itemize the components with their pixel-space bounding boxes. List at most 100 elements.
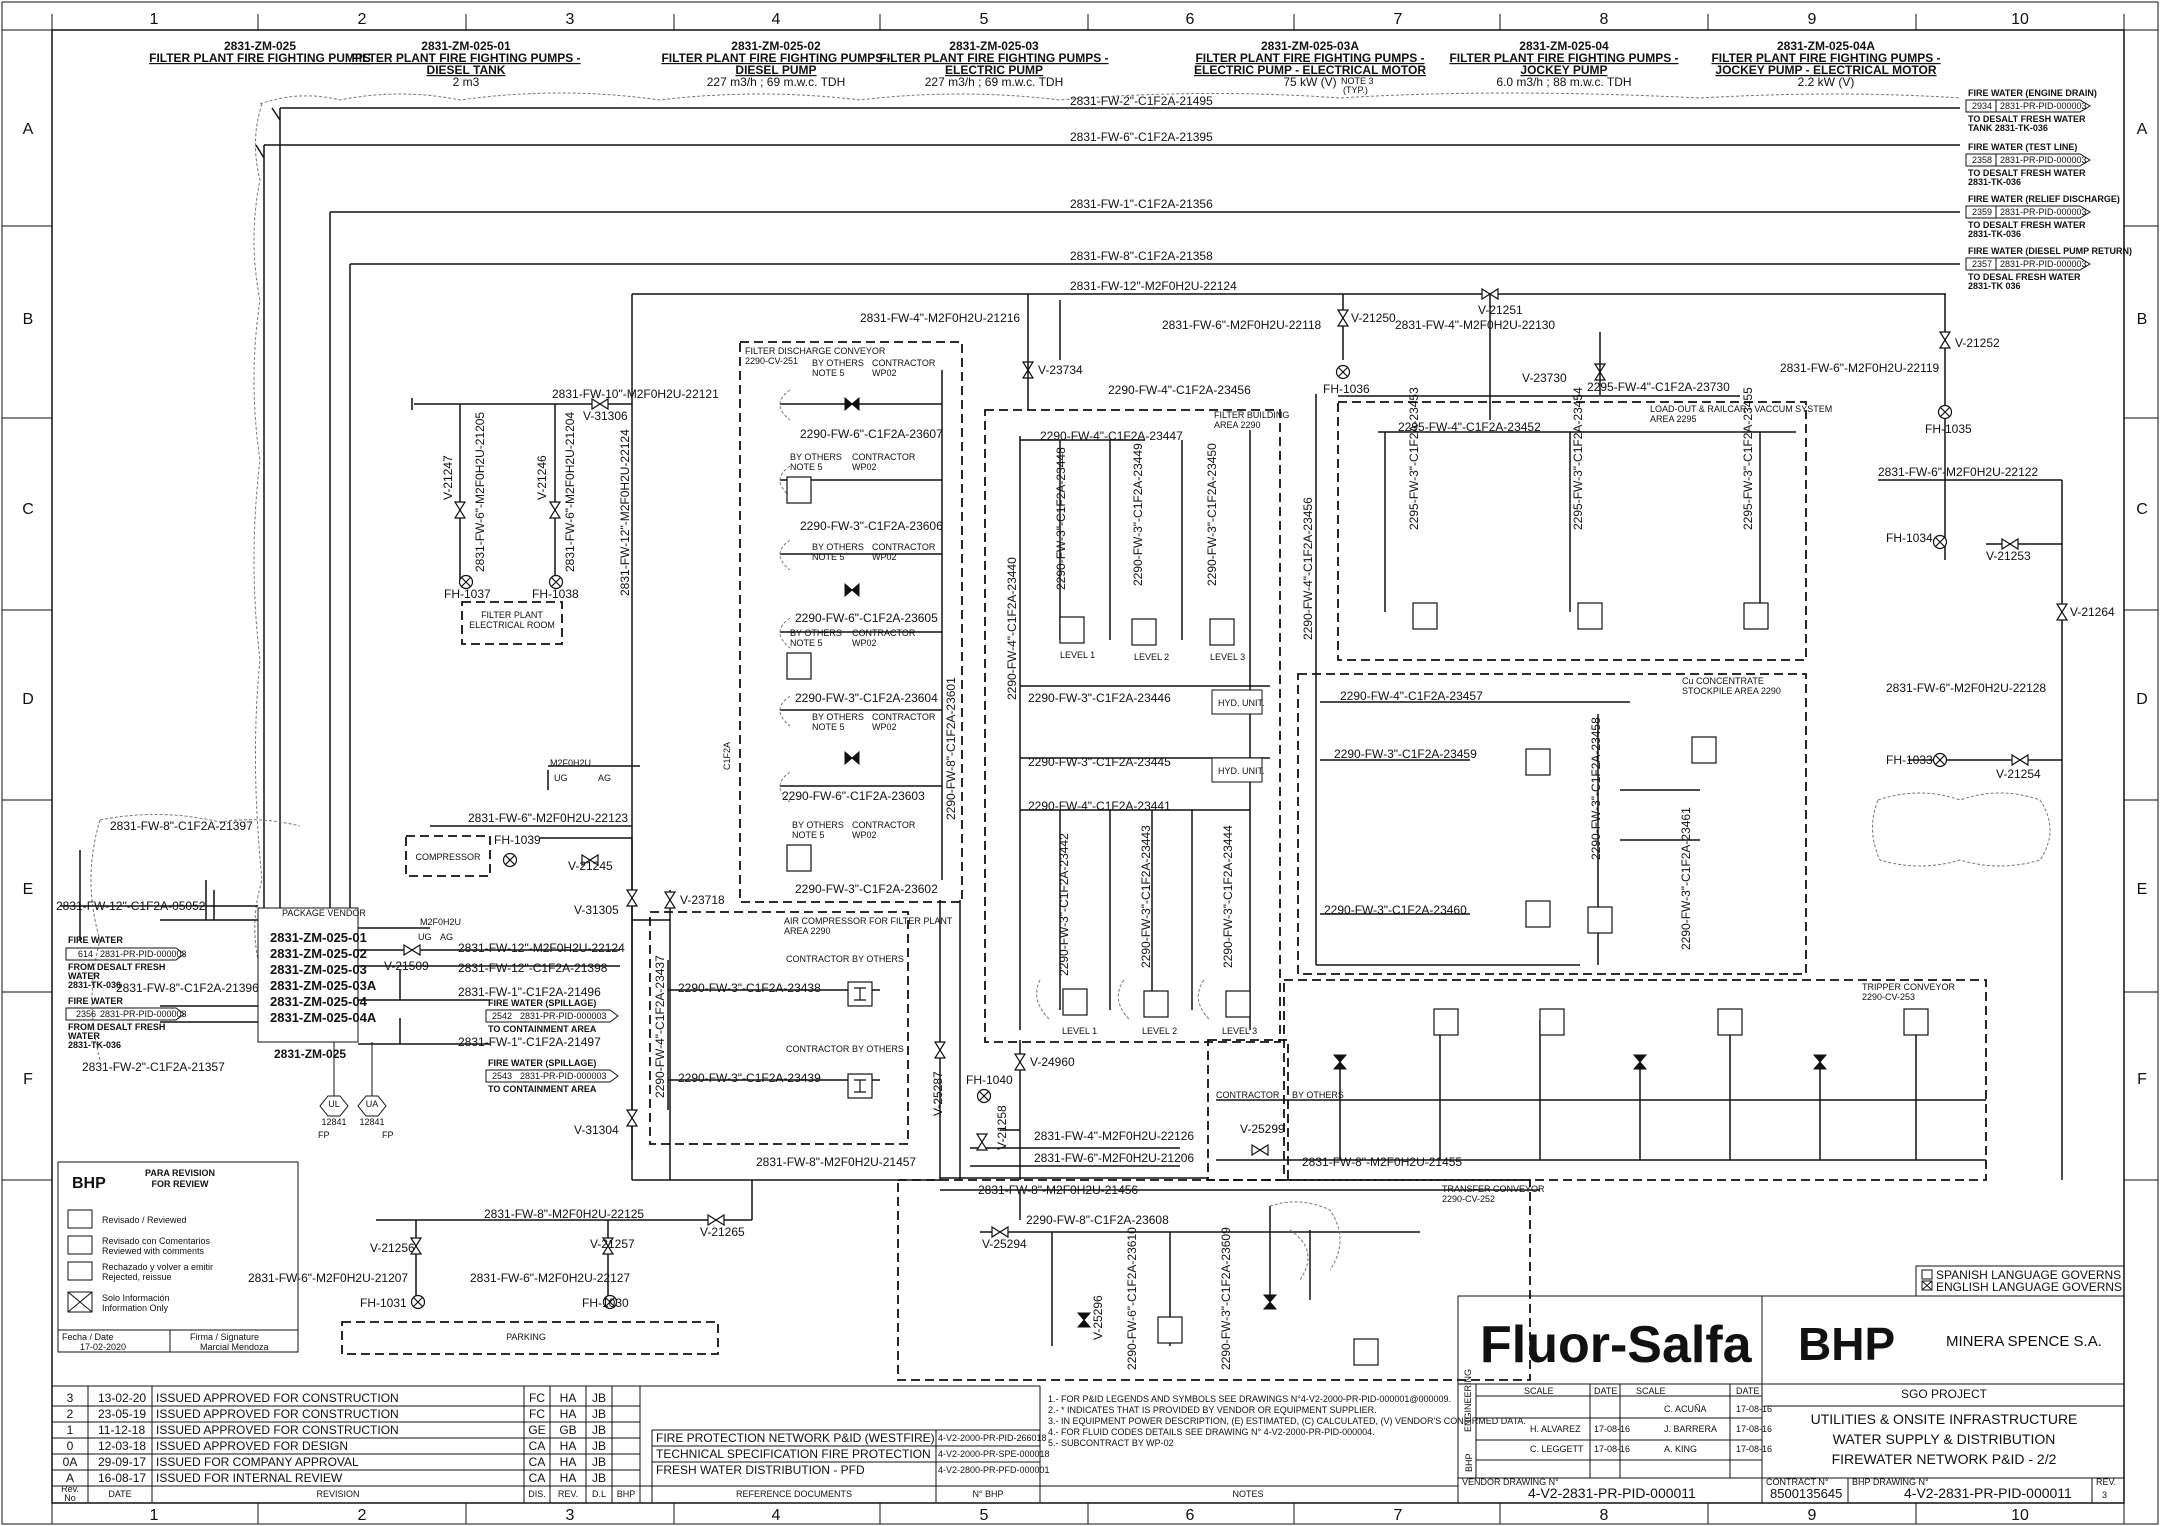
line-23457-label: 2290-FW-4"-C1F2A-23457 bbox=[1340, 689, 1483, 703]
lang-english: ENGLISH LANGUAGE GOVERNS bbox=[1936, 1280, 2122, 1294]
offpage-dest2-1: 2831-TK-036 bbox=[1968, 177, 2021, 187]
line-21216-label: 2831-FW-4"-M2F0H2U-21216 bbox=[860, 311, 1020, 325]
fw-in-2-ref: 2831-PR-PID-000003 bbox=[100, 1009, 187, 1019]
spill-1-title: FIRE WATER (SPILLAGE) bbox=[488, 998, 596, 1008]
rev-dl-5: JB bbox=[592, 1471, 606, 1485]
rev-dis-4: CA bbox=[529, 1455, 546, 1469]
header-tag-0: 2831-ZM-025 bbox=[224, 39, 296, 53]
line-21207-label: 2831-FW-6"-M2F0H2U-21207 bbox=[248, 1271, 408, 1285]
grid-col-top-9: 9 bbox=[1808, 11, 1817, 28]
offpage-ref-3: 2831-PR-PID-000003 bbox=[2000, 259, 2087, 269]
stamp-opt1: Revisado / Reviewed bbox=[102, 1215, 187, 1225]
spill-2-title: FIRE WATER (SPILLAGE) bbox=[488, 1058, 596, 1068]
by-others-tr: BY OTHERS bbox=[1292, 1090, 1344, 1100]
v23734-label: V-23734 bbox=[1038, 363, 1083, 377]
line-23449-label: 2290-FW-3"-C1F2A-23449 bbox=[1131, 443, 1145, 586]
offpage-ref-0: 2831-PR-PID-000003 bbox=[2000, 101, 2087, 111]
fh1038-label: FH-1038 bbox=[532, 587, 579, 601]
stamp-fecha: Fecha / Date bbox=[62, 1332, 114, 1342]
offpage-dest2-2: 2831-TK-036 bbox=[1968, 229, 2021, 239]
line-23602-label: 2290-FW-3"-C1F2A-23602 bbox=[795, 882, 938, 896]
tb-pmname: A. KING bbox=[1664, 1444, 1697, 1454]
rev-desc-2: ISSUED APPROVED FOR CONSTRUCTION bbox=[156, 1423, 399, 1437]
fh1037-label: FH-1037 bbox=[444, 587, 491, 601]
contractor-6: CONTRACTOR bbox=[852, 820, 916, 830]
header-line1-0: FILTER PLANT FIRE FIGHTING PUMPS bbox=[149, 51, 371, 65]
line-23605-label: 2290-FW-6"-C1F2A-23605 bbox=[795, 611, 938, 625]
grid-row-right-C: C bbox=[2136, 501, 2148, 518]
ag-2: AG bbox=[598, 773, 611, 783]
tb-vendor-h: VENDOR DRAWING N° bbox=[1462, 1477, 1559, 1487]
line-23446-label: 2290-FW-3"-C1F2A-23446 bbox=[1028, 691, 1171, 705]
line-23606-label: 2290-FW-3"-C1F2A-23606 bbox=[800, 519, 943, 533]
header-line3-3: 227 m3/h ; 69 m.w.c. TDH bbox=[925, 75, 1064, 89]
tb-bhpdwg-h: BHP DRAWING N° bbox=[1852, 1477, 1929, 1487]
header-tag-1: 2831-ZM-025-01 bbox=[421, 39, 511, 53]
header-pipe-lines: 2831-FW-2"-C1F2A-21495 2831-FW-6"-C1F2A-… bbox=[253, 92, 1961, 961]
spill-2-ref: 2831-PR-PID-000003 bbox=[520, 1071, 607, 1081]
fw-in-2-title: FIRE WATER bbox=[68, 996, 123, 1006]
v23718-label: V-23718 bbox=[680, 893, 725, 907]
by-others-ac2: BY OTHERS bbox=[852, 1044, 904, 1054]
line-23458-label: 2290-FW-3"-C1F2A-23458 bbox=[1589, 717, 1603, 860]
level1-label: LEVEL 1 bbox=[1060, 650, 1095, 660]
tb-d1: 17-08-16 bbox=[1594, 1424, 1630, 1434]
rev-dl-0: JB bbox=[592, 1391, 606, 1405]
rev-no-1: 2 bbox=[67, 1407, 74, 1421]
tb-d2: 17-08-16 bbox=[1736, 1404, 1772, 1414]
title-line3: FIREWATER NETWORK P&ID - 2/2 bbox=[1832, 1451, 2057, 1467]
wp02-6: WP02 bbox=[852, 830, 877, 840]
zm025-label: 2831-ZM-025 bbox=[274, 1047, 346, 1061]
offpage-dest2-0: TANK 2831-TK-036 bbox=[1968, 123, 2048, 133]
revh-notes: NOTES bbox=[1232, 1489, 1263, 1499]
line-23608-label: 2290-FW-8"-C1F2A-23608 bbox=[1026, 1213, 1169, 1227]
rev-dl-3: JB bbox=[592, 1439, 606, 1453]
ag-1: AG bbox=[440, 932, 453, 942]
line-22125-label: 2831-FW-8"-M2F0H2U-22125 bbox=[484, 1207, 644, 1221]
header-line2-4: ELECTRIC PUMP - ELECTRICAL MOTOR bbox=[1194, 63, 1426, 77]
tb-bhp-vert: BHP bbox=[1464, 1453, 1474, 1472]
line-22121-label: 2831-FW-10"-M2F0H2U-22121 bbox=[552, 387, 719, 401]
line-23460-label: 2290-FW-3"-C1F2A-23460 bbox=[1324, 903, 1467, 917]
note-5: 5.- SUBCONTRACT BY WP-02 bbox=[1048, 1438, 1174, 1448]
offpage-dest-2: TO DESALT FRESH WATER bbox=[1968, 220, 2086, 230]
refdoc-num-1: 4-V2-2000-PR-SPE-000018 bbox=[938, 1449, 1050, 1459]
drawing-notes: 1.- FOR P&ID LEGENDS AND SYMBOLS SEE DRA… bbox=[1048, 1394, 1526, 1448]
note5-3: NOTE 5 bbox=[812, 552, 845, 562]
fluor-logo: Fluor-Salfa bbox=[1480, 1316, 1753, 1374]
grid-col-top-8: 8 bbox=[1600, 11, 1609, 28]
v21245-label: V-21245 bbox=[568, 859, 613, 873]
ug-1: UG bbox=[418, 932, 432, 942]
ua-label: UA bbox=[366, 1099, 379, 1109]
line-23444-label: 2290-FW-3"-C1F2A-23444 bbox=[1221, 825, 1235, 968]
revh-no: No bbox=[64, 1493, 76, 1503]
stamp-logo: BHP bbox=[72, 1175, 106, 1192]
c1f2a-label: C1F2A bbox=[722, 742, 732, 770]
line-22119-label: 2831-FW-6"-M2F0H2U-22119 bbox=[1780, 361, 1940, 375]
v21251-label: V-21251 bbox=[1478, 303, 1523, 317]
grid-col-bottom-2: 2 bbox=[358, 1507, 367, 1524]
refdoc-num-2: 4-V2-2800-PR-PFD-000001 bbox=[938, 1465, 1050, 1475]
tb-contract: 8500135645 bbox=[1770, 1486, 1842, 1501]
rev-desc-4: ISSUED FOR COMPANY APPROVAL bbox=[156, 1455, 359, 1469]
offpage-num-1: 2358 bbox=[1972, 155, 1992, 165]
fp-1: FP bbox=[318, 1130, 330, 1140]
grid-row-right-E: E bbox=[2137, 881, 2148, 898]
v21253-label: V-21253 bbox=[1986, 549, 2031, 563]
line-21495-label: 2831-FW-2"-C1F2A-21495 bbox=[1070, 94, 1213, 108]
compressor-label: COMPRESSOR bbox=[415, 852, 481, 862]
pkg-tag-5: 2831-ZM-025-04A bbox=[270, 1010, 377, 1025]
line-23455-label: 2295-FW-3"-C1F2A-23455 bbox=[1741, 387, 1755, 530]
v31304-label: V-31304 bbox=[574, 1123, 619, 1137]
hydrants-right: 2831-FW-6"-M2F0H2U-22122 FH-1034 V-21253… bbox=[1872, 465, 2115, 1180]
fh1030-label: FH-1030 bbox=[582, 1296, 629, 1310]
line-23437-label: 2290-FW-4"-C1F2A-23437 bbox=[653, 955, 667, 1098]
rev-desc-0: ISSUED APPROVED FOR CONSTRUCTION bbox=[156, 1391, 399, 1405]
